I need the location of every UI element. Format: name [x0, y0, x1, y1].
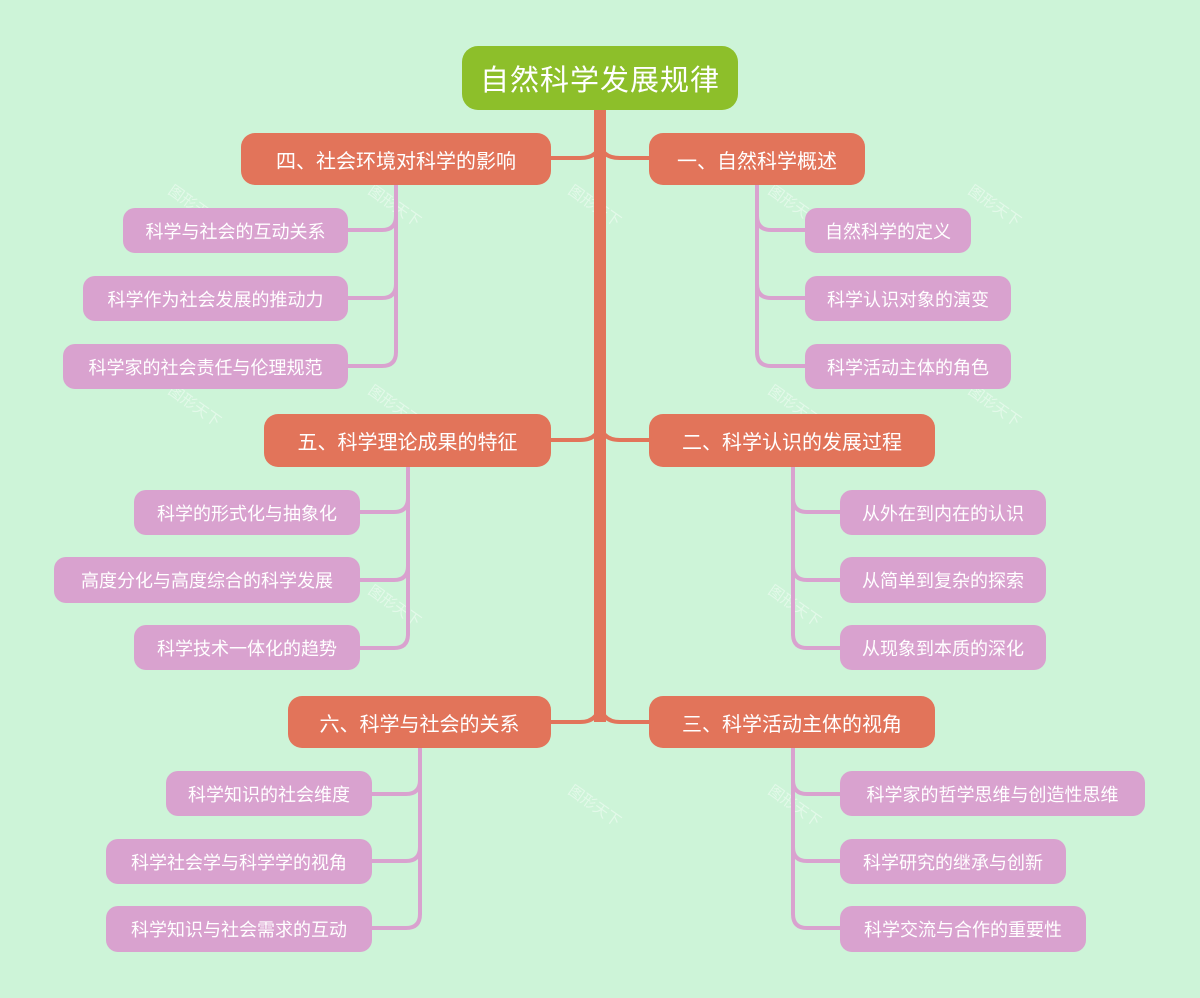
leaf-node[interactable]: 科学活动主体的角色 — [805, 344, 1011, 389]
leaf-node[interactable]: 高度分化与高度综合的科学发展 — [54, 557, 360, 603]
branch-node-1[interactable]: 一、自然科学概述 — [649, 133, 865, 185]
leaf-node[interactable]: 科学技术一体化的趋势 — [134, 625, 360, 670]
leaf-node[interactable]: 科学认识对象的演变 — [805, 276, 1011, 321]
branch-node-3[interactable]: 三、科学活动主体的视角 — [649, 696, 935, 748]
leaf-node[interactable]: 从外在到内在的认识 — [840, 490, 1046, 535]
root-node[interactable]: 自然科学发展规律 — [462, 46, 738, 110]
leaf-node[interactable]: 科学与社会的互动关系 — [123, 208, 348, 253]
leaf-node[interactable]: 科学社会学与科学学的视角 — [106, 839, 372, 884]
leaf-node[interactable]: 从现象到本质的深化 — [840, 625, 1046, 670]
branch-node-2[interactable]: 二、科学认识的发展过程 — [649, 414, 935, 467]
leaf-node[interactable]: 自然科学的定义 — [805, 208, 971, 253]
leaf-node[interactable]: 科学知识的社会维度 — [166, 771, 372, 816]
leaf-node[interactable]: 科学家的哲学思维与创造性思维 — [840, 771, 1145, 816]
leaf-node[interactable]: 科学作为社会发展的推动力 — [83, 276, 348, 321]
leaf-node[interactable]: 科学的形式化与抽象化 — [134, 490, 360, 535]
branch-node-6[interactable]: 六、科学与社会的关系 — [288, 696, 551, 748]
leaf-node[interactable]: 科学交流与合作的重要性 — [840, 906, 1086, 952]
leaf-node[interactable]: 从简单到复杂的探索 — [840, 557, 1046, 603]
leaf-node[interactable]: 科学知识与社会需求的互动 — [106, 906, 372, 952]
leaf-node[interactable]: 科学研究的继承与创新 — [840, 839, 1066, 884]
leaf-node[interactable]: 科学家的社会责任与伦理规范 — [63, 344, 348, 389]
branch-node-5[interactable]: 五、科学理论成果的特征 — [264, 414, 551, 467]
branch-node-4[interactable]: 四、社会环境对科学的影响 — [241, 133, 551, 185]
